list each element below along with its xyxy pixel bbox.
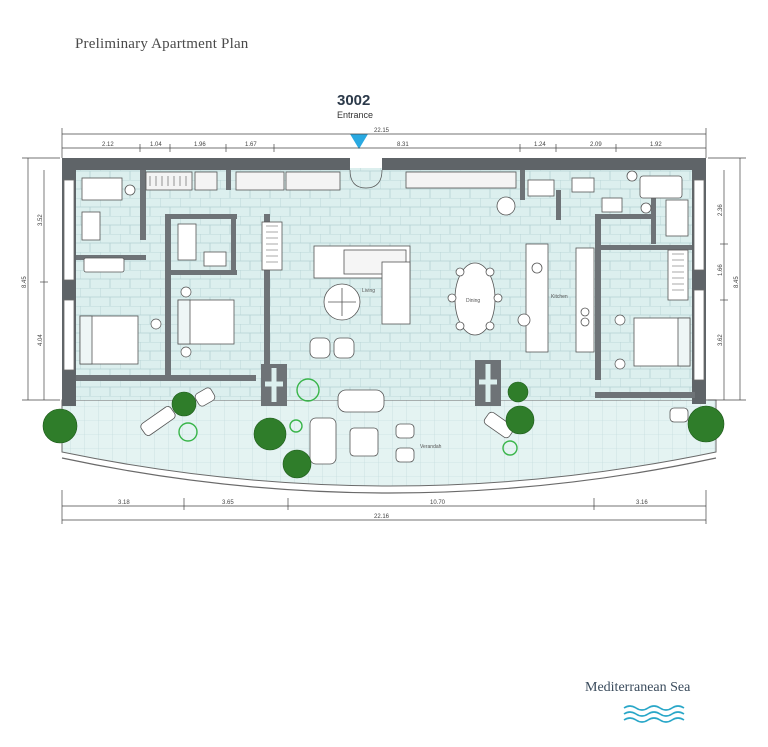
dim-top-2: 1.96: [194, 142, 206, 148]
beds: [79, 299, 691, 367]
dim-right-3: 3.62: [718, 334, 724, 346]
unit-number: 3002: [337, 92, 371, 109]
dim-bottom-3: 3.16: [636, 500, 648, 506]
room-label-veranda: Verandah: [420, 444, 442, 450]
room-label-kitchen: Kitchen: [551, 294, 568, 300]
kitchen-units: [496, 179, 595, 353]
sea-label: Mediterranean Sea: [585, 680, 691, 695]
dim-right-0: 2.36: [718, 204, 724, 216]
dim-left-2: 4.04: [38, 334, 44, 346]
dim-top-total: 22.15: [374, 128, 390, 134]
glazing: [63, 179, 705, 381]
dining-furniture: [447, 262, 503, 336]
entrance-arrow-icon: [350, 134, 368, 149]
dim-top-1: 1.04: [150, 142, 162, 148]
dim-left-0: 3.52: [38, 214, 44, 226]
living-furniture: [309, 245, 411, 359]
top-dimensions: [61, 128, 707, 158]
dim-bottom-1: 3.65: [222, 500, 234, 506]
bathroom-fixtures: [81, 170, 689, 273]
built-in-units: [145, 171, 689, 301]
dim-top-0: 2.12: [102, 142, 114, 148]
side-dimensions: [22, 157, 746, 401]
room-label-living: Living: [362, 288, 375, 294]
living-table-cross: [328, 288, 356, 316]
veranda-furniture: [140, 387, 689, 465]
room-label-dining: Dining: [466, 298, 480, 304]
entrance-label: Entrance: [337, 110, 374, 120]
dim-right-2: 8.45: [734, 276, 740, 288]
plant-outlines: [178, 378, 518, 456]
dim-top-7: 1.92: [650, 142, 662, 148]
dim-right-1: 1.66: [718, 264, 724, 276]
dim-top-6: 2.09: [590, 142, 602, 148]
veranda-edge: [61, 457, 717, 494]
dim-top-4: 8.31: [397, 142, 409, 148]
page-title: Preliminary Apartment Plan: [75, 36, 249, 52]
bottom-dimensions: [61, 490, 707, 524]
dim-left-1: 8.45: [22, 276, 28, 288]
veranda-floor: [61, 399, 717, 487]
entrance-door-swing: [349, 169, 383, 189]
plants: [42, 381, 725, 479]
dim-bottom-total: 22.16: [374, 514, 390, 520]
dim-top-3: 1.67: [245, 142, 257, 148]
dim-bottom-0: 3.18: [118, 500, 130, 506]
interior-walls: [76, 170, 695, 398]
bedside-tables: [150, 286, 626, 370]
hanger-marks: [149, 176, 684, 291]
dim-bottom-2: 10.70: [430, 500, 446, 506]
column-cross-marks: [265, 364, 497, 402]
sea-waves-icon: [623, 705, 685, 723]
dim-top-5: 1.24: [534, 142, 546, 148]
